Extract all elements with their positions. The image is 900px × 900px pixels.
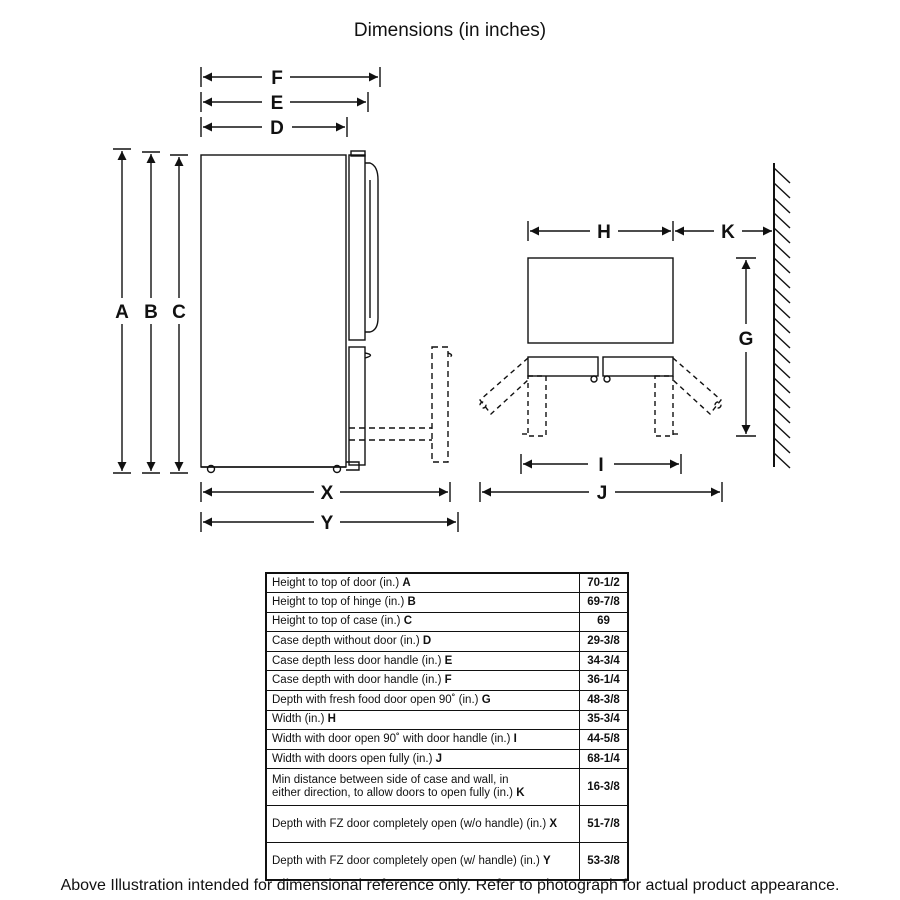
footnote: Above Illustration intended for dimensio… — [60, 877, 840, 894]
table-row: Width (in.) H 35-3/4 — [265, 709, 629, 731]
row-value: 48-3/8 — [579, 690, 629, 711]
label-k: K — [721, 222, 735, 243]
side-view — [200, 150, 453, 474]
table-row: Height to top of case (in.) C 69 — [265, 611, 629, 633]
label-c: C — [172, 302, 186, 323]
top-view — [479, 163, 791, 469]
row-description: Depth with FZ door completely open (w/o … — [265, 805, 580, 844]
table-row: Height to top of door (in.) A 70-1/2 — [265, 572, 629, 594]
dimension-drawing: F E D A B C X Y H K G I J — [0, 0, 791, 534]
row-description: Depth with fresh food door open 90˚ (in.… — [265, 690, 580, 711]
row-value: 36-1/4 — [579, 670, 629, 692]
wall — [773, 163, 791, 469]
label-e: E — [271, 93, 284, 114]
label-i: I — [598, 455, 603, 476]
label-d: D — [270, 118, 284, 139]
label-b: B — [144, 302, 158, 323]
row-description: Case depth with door handle (in.) F — [265, 670, 580, 692]
table-row: Height to top of hinge (in.) B 69-7/8 — [265, 592, 629, 613]
row-value: 70-1/2 — [579, 572, 629, 594]
row-value: 16-3/8 — [579, 768, 629, 807]
label-f: F — [271, 68, 283, 89]
row-value: 29-3/8 — [579, 631, 629, 652]
table-row: Width with doors open fully (in.) J 68-1… — [265, 748, 629, 770]
label-h: H — [597, 222, 611, 243]
table-row: Depth with FZ door completely open (w/ h… — [265, 842, 629, 881]
table-row: Depth with FZ door completely open (w/o … — [265, 805, 629, 844]
dimension-labels: F E D A B C X Y H K G I J — [115, 68, 753, 534]
diagram-title: Dimensions (in inches) — [353, 20, 547, 41]
row-value: 51-7/8 — [579, 805, 629, 844]
label-j: J — [597, 483, 608, 504]
label-x: X — [321, 483, 334, 504]
dimensions-table: Height to top of door (in.) A 70-1/2 Hei… — [265, 572, 629, 881]
table-row: Case depth less door handle (in.) E 34-3… — [265, 650, 629, 672]
row-description: Depth with FZ door completely open (w/ h… — [265, 842, 580, 881]
label-y: Y — [321, 513, 334, 534]
row-value: 69 — [579, 611, 629, 633]
row-description: Case depth without door (in.) D — [265, 631, 580, 652]
row-value: 44-5/8 — [579, 729, 629, 750]
row-value: 69-7/8 — [579, 592, 629, 613]
row-description: Height to top of case (in.) C — [265, 611, 580, 633]
row-description: Height to top of door (in.) A — [265, 572, 580, 594]
row-value: 34-3/4 — [579, 650, 629, 672]
dimension-lines — [113, 67, 772, 532]
row-description: Min distance between side of case and wa… — [265, 768, 580, 807]
table-row: Depth with fresh food door open 90˚ (in.… — [265, 690, 629, 711]
row-description: Width (in.) H — [265, 709, 580, 731]
table-row: Width with door open 90˚ with door handl… — [265, 729, 629, 750]
row-description: Width with door open 90˚ with door handl… — [265, 729, 580, 750]
table-row: Min distance between side of case and wa… — [265, 768, 629, 807]
table-row: Case depth without door (in.) D 29-3/8 — [265, 631, 629, 652]
row-description: Case depth less door handle (in.) E — [265, 650, 580, 672]
label-a: A — [115, 302, 129, 323]
row-value: 35-3/4 — [579, 709, 629, 731]
row-value: 53-3/8 — [579, 842, 629, 881]
row-value: 68-1/4 — [579, 748, 629, 770]
table-row: Case depth with door handle (in.) F 36-1… — [265, 670, 629, 692]
label-g: G — [739, 329, 754, 350]
row-description: Width with doors open fully (in.) J — [265, 748, 580, 770]
row-description: Height to top of hinge (in.) B — [265, 592, 580, 613]
